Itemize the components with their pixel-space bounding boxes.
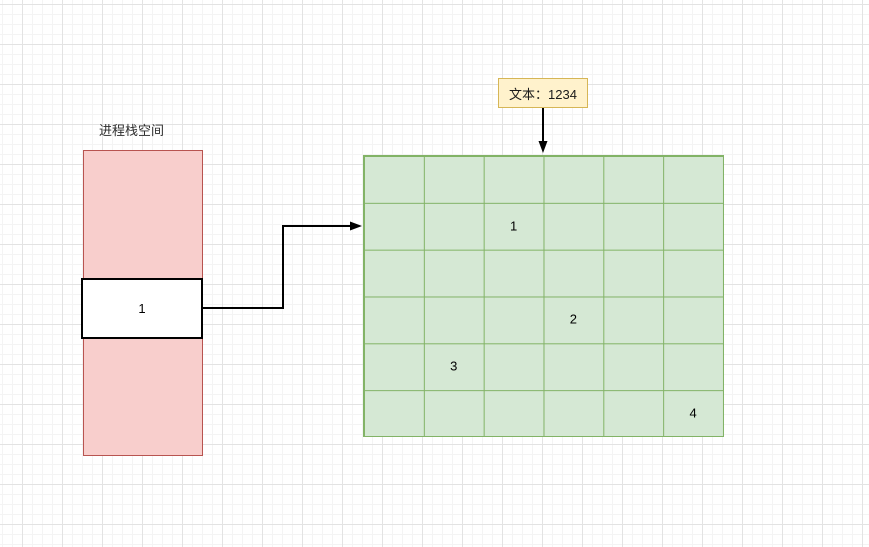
grid-cell-label: 1 — [509, 218, 518, 234]
grid-cell-label: 2 — [569, 311, 578, 327]
stack-slot-label: 1 — [138, 301, 146, 316]
note-text: 文本：1234 — [509, 86, 577, 102]
stack-slot[interactable]: 1 — [81, 278, 203, 339]
connector-stack-to-grid[interactable] — [203, 221, 362, 309]
connector-note-to-grid[interactable] — [538, 108, 548, 153]
arrowhead-right-icon — [350, 221, 362, 231]
arrowhead-down-icon — [538, 141, 548, 153]
note-box[interactable]: 文本：1234 — [498, 78, 588, 108]
grid-cell-label: 3 — [450, 358, 458, 374]
memory-grid[interactable]: 1 2 3 4 — [363, 155, 724, 437]
stack-title: 进程栈空间 — [99, 123, 165, 138]
grid-cell-label: 4 — [689, 405, 697, 421]
